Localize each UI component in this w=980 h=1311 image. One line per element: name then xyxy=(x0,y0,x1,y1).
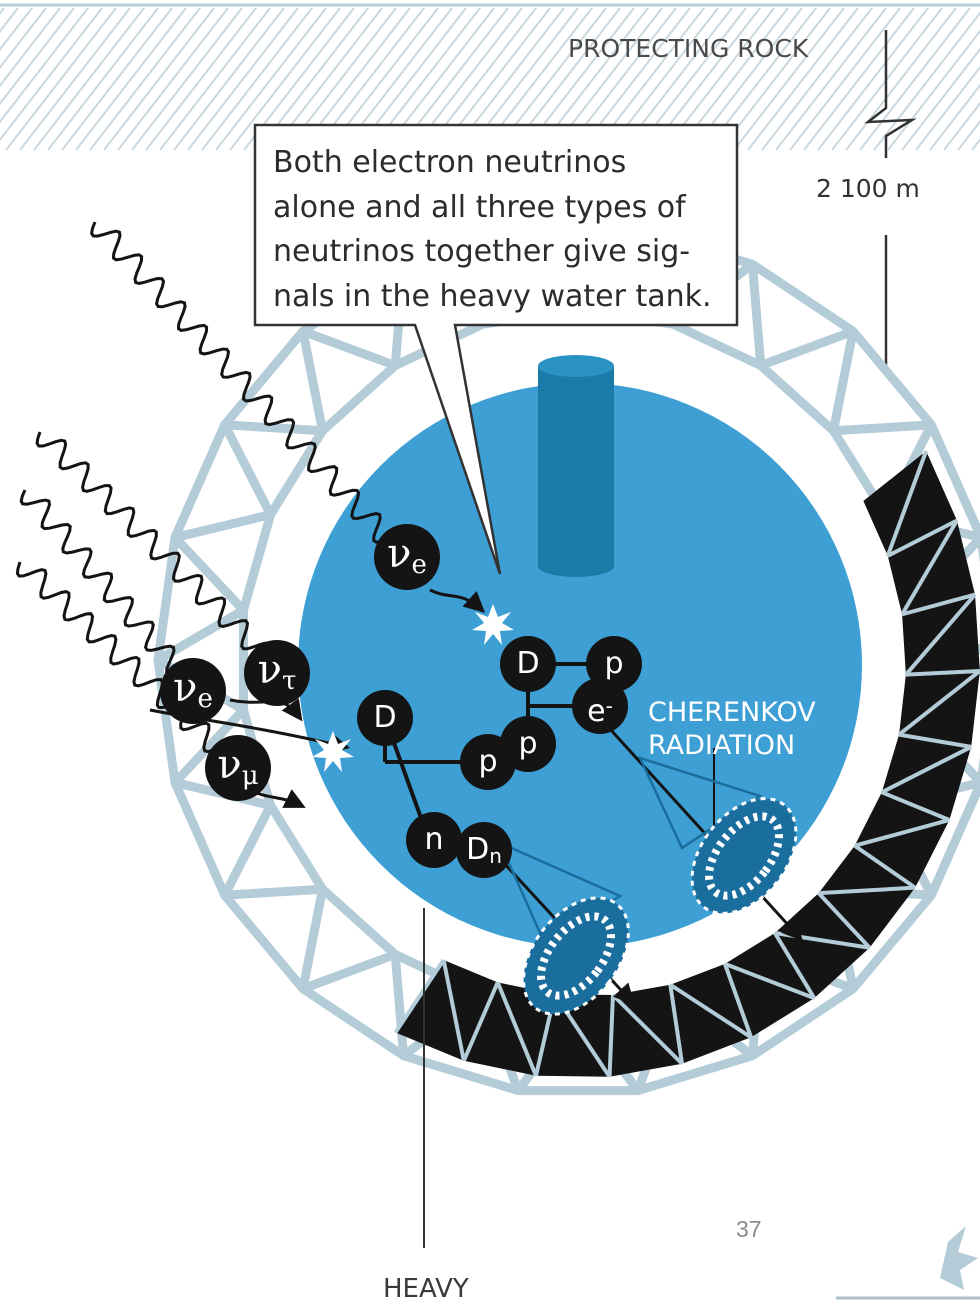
depth-label: 2 100 m xyxy=(816,174,920,203)
electron-neutrino-upper: νe xyxy=(374,524,440,590)
tau-neutrino: ντ xyxy=(244,640,310,706)
depth-marker xyxy=(864,30,917,365)
proton-upper-bottom: p xyxy=(500,716,556,772)
callout-text: Both electron neutrinos alone and all th… xyxy=(273,145,712,314)
neutron: n xyxy=(406,812,462,868)
neck-tube xyxy=(538,355,614,577)
wave-icon xyxy=(15,221,389,754)
deuteron-lower: D xyxy=(357,690,413,746)
protecting-rock-label: PROTECTING ROCK xyxy=(568,34,809,63)
muon-neutrino: νμ xyxy=(205,735,271,801)
proton-lower: p xyxy=(460,734,516,790)
heavy-water-label: HEAVY xyxy=(383,1274,469,1304)
cherenkov-label: CHERENKOV RADIATION xyxy=(648,697,816,761)
cherenkov-ring-icon xyxy=(497,748,798,1016)
page-number: 37 xyxy=(736,1216,762,1242)
electron: e- xyxy=(572,678,628,734)
flash-icon xyxy=(312,604,514,772)
deuteron-upper: D xyxy=(500,636,556,692)
electron-neutrino-lower: νe xyxy=(160,658,226,724)
corner-fragment xyxy=(836,1226,980,1300)
deuteron-neutron: Dn xyxy=(456,822,512,878)
dark-shell xyxy=(393,450,980,1078)
callout-box xyxy=(253,123,739,575)
